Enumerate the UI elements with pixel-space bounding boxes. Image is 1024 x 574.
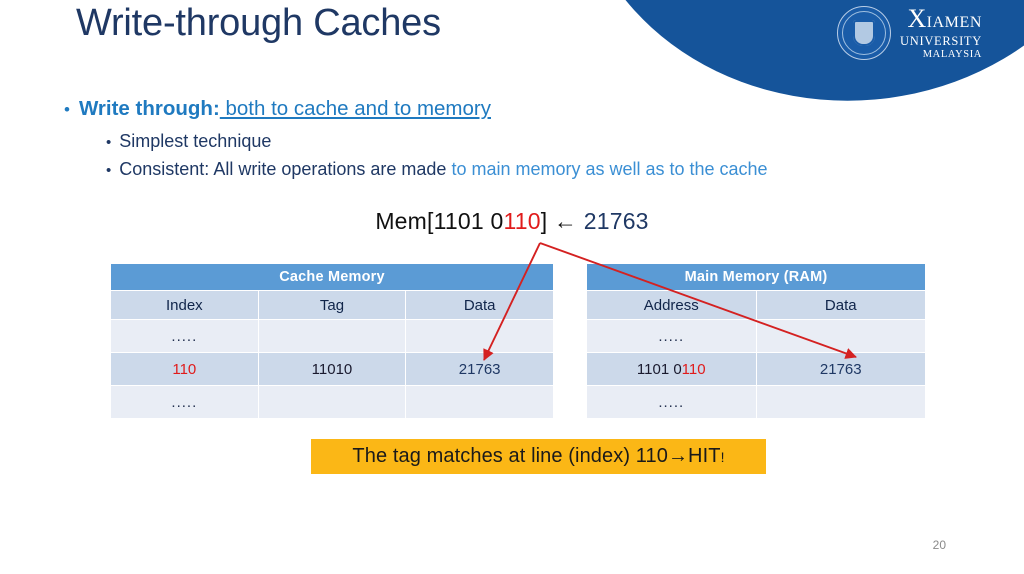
expression-index-highlight: 110	[503, 208, 541, 234]
bullet-main-underlined: both to cache and to memory	[219, 97, 491, 120]
cell-index: .....	[110, 385, 259, 419]
logo-initial: X	[907, 4, 927, 33]
cell-data	[405, 319, 554, 353]
bullet-marker-icon: •	[64, 100, 70, 119]
logo-name-line: XIAMEN	[900, 6, 982, 32]
status-badge: The tag matches at line (index) 110→HIT!	[311, 439, 766, 474]
cell-data	[405, 385, 554, 419]
expression-value: 21763	[583, 208, 649, 234]
cache-table-title: Cache Memory	[110, 263, 554, 291]
cell-address-index: 110	[681, 360, 706, 378]
table-row: .....	[110, 385, 554, 419]
sub-bullet-list: • Simplest technique • Consistent: All w…	[106, 128, 964, 184]
table-row: .....	[110, 319, 554, 353]
cell-ellipsis: .....	[171, 327, 198, 345]
cell-data: 21763	[755, 352, 926, 386]
table-header-row: Index Tag Data	[110, 290, 554, 320]
ram-table-title: Main Memory (RAM)	[586, 263, 926, 291]
table-header-row: Address Data	[586, 290, 926, 320]
cell-tag: 11010	[257, 352, 407, 386]
university-seal-icon	[837, 6, 891, 60]
column-header-data: Data	[405, 290, 554, 320]
cell-index-value: 110	[172, 360, 197, 378]
cell-tag-value: 11010	[311, 360, 353, 378]
university-logo: XIAMEN UNIVERSITY MALAYSIA	[837, 6, 982, 60]
memory-write-expression: Mem[1101 0110] ← 21763	[0, 208, 1024, 235]
page-title: Write-through Caches	[76, 2, 441, 44]
cell-tag	[257, 385, 407, 419]
hit-banner-exclamation: !	[720, 448, 725, 465]
cell-ellipsis: .....	[171, 393, 198, 411]
cell-index: 110	[110, 352, 259, 386]
column-header-data: Data	[755, 290, 926, 320]
seal-crest-icon	[853, 20, 875, 46]
table-row: 1101 0110 21763	[586, 352, 926, 386]
cell-address-prefix: 1101 0	[636, 360, 682, 378]
bullet-list: • Write through: both to cache and to me…	[64, 96, 964, 183]
table-row: 110 11010 21763	[110, 352, 554, 386]
list-item: • Consistent: All write operations are m…	[106, 156, 964, 184]
sub-bullet-main: Simplest technique	[119, 130, 272, 151]
table-row: .....	[586, 319, 926, 353]
logo-wordmark: XIAMEN UNIVERSITY MALAYSIA	[900, 6, 982, 60]
sub-bullet-text: Simplest technique	[119, 128, 271, 156]
cache-memory-table: Cache Memory Index Tag Data ..... 110 11…	[110, 263, 554, 419]
cell-address: 1101 0110	[586, 352, 757, 386]
bullet-marker-icon: •	[106, 133, 112, 151]
cell-data	[755, 319, 926, 353]
cell-ellipsis: .....	[658, 327, 685, 345]
table-title-row: Cache Memory	[110, 263, 554, 291]
table-title-row: Main Memory (RAM)	[586, 263, 926, 291]
bullet-main-bold: Write through:	[78, 97, 220, 120]
cell-data	[755, 385, 926, 419]
logo-malaysia-line: MALAYSIA	[922, 48, 982, 60]
logo-name-rest: IAMEN	[926, 14, 982, 31]
column-header-address: Address	[586, 290, 757, 320]
sub-bullet-text: Consistent: All write operations are mad…	[119, 156, 767, 184]
cell-ellipsis: .....	[658, 393, 685, 411]
column-header-tag: Tag	[257, 290, 407, 320]
bullet-marker-icon: •	[106, 161, 112, 179]
cell-address: .....	[586, 319, 757, 353]
assign-arrow-icon: ←	[553, 208, 578, 234]
sub-bullet-accent: to main memory as well as to the cache	[451, 158, 768, 179]
logo-university-line: UNIVERSITY	[900, 34, 982, 48]
hit-banner-text: The tag matches at line (index) 110→HIT	[352, 445, 721, 467]
bullet-main-text: Write through: both to cache and to memo…	[79, 96, 491, 122]
page-number: 20	[932, 538, 946, 552]
cell-index: .....	[110, 319, 259, 353]
table-row: .....	[586, 385, 926, 419]
cell-address: .....	[586, 385, 757, 419]
column-header-index: Index	[110, 290, 259, 320]
cell-tag	[257, 319, 407, 353]
cell-data: 21763	[405, 352, 554, 386]
expression-prefix: Mem[1101 0	[375, 208, 504, 234]
main-memory-table: Main Memory (RAM) Address Data ..... 110…	[586, 263, 926, 419]
list-item: • Simplest technique	[106, 128, 964, 156]
bullet-main: • Write through: both to cache and to me…	[64, 96, 964, 122]
expression-suffix: ]	[540, 208, 548, 234]
sub-bullet-main: Consistent: All write operations are mad…	[119, 158, 452, 179]
